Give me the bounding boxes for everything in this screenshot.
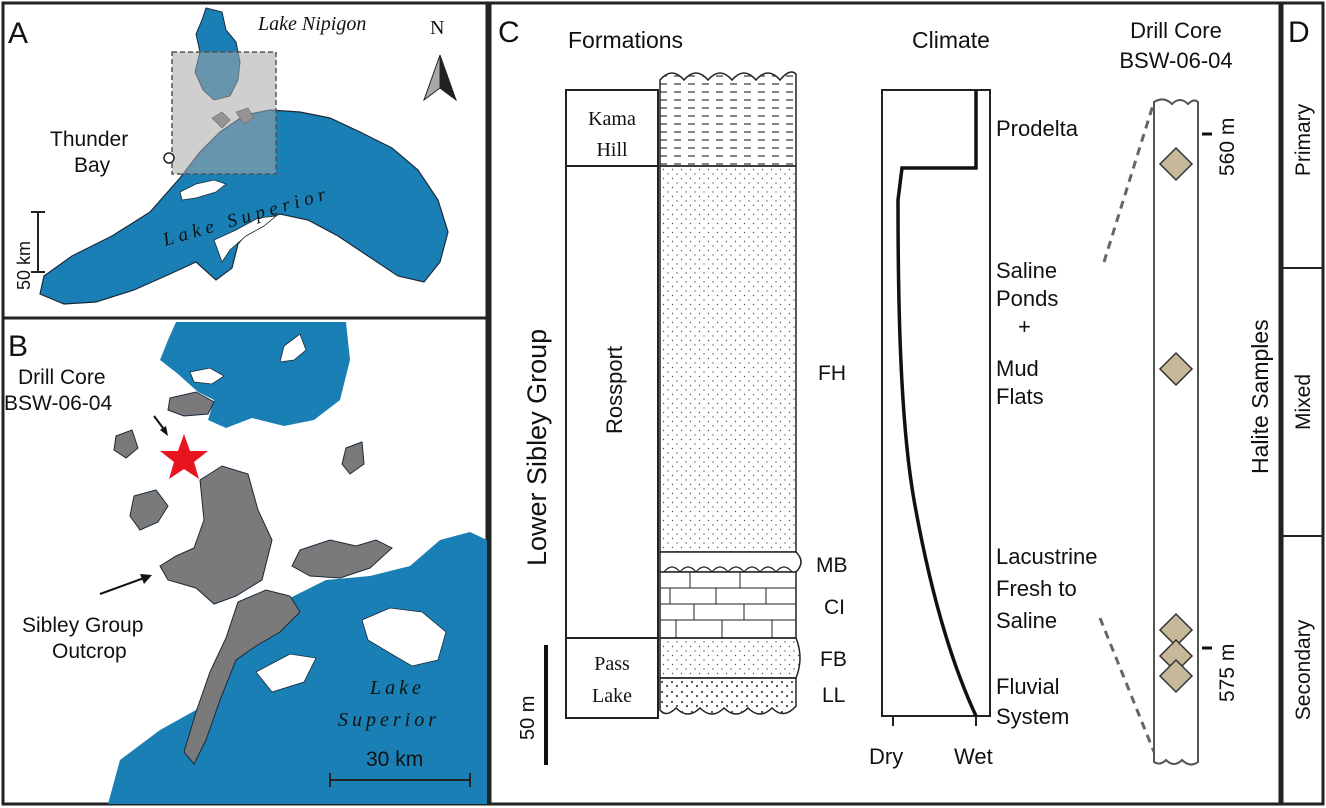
- lake-superior-b-label-1: Lake: [369, 677, 425, 699]
- unit-label-fb: FB: [820, 648, 847, 671]
- env-lacustrine-3: Saline: [996, 608, 1057, 633]
- env-saline-1: Saline: [996, 258, 1057, 283]
- rossport-label: Rossport: [602, 346, 627, 434]
- formations-title: Formations: [568, 27, 683, 53]
- env-fluvial-1: Fluvial: [996, 674, 1060, 699]
- lake-superior-b-label-2: Superior: [338, 709, 440, 731]
- pass-lake-label-2: Lake: [592, 685, 632, 707]
- env-lacustrine-1: Lacustrine: [996, 544, 1098, 569]
- kama-hill-label-2: Hill: [596, 139, 628, 161]
- panel-a-letter: A: [8, 17, 28, 50]
- group-label: Lower Sibley Group: [522, 329, 552, 566]
- drill-core-star-icon: [160, 434, 208, 479]
- category-primary: Primary: [1292, 103, 1315, 176]
- halite-sample: [1158, 658, 1194, 694]
- env-fluvial-2: System: [996, 704, 1069, 729]
- climate-curve: [896, 90, 978, 717]
- depth-top-label: 560 m: [1216, 118, 1239, 176]
- outcrop-label-2: Outcrop: [52, 640, 127, 663]
- core-label-1: Drill Core: [1130, 18, 1222, 43]
- drill-core-label-1: Drill Core: [18, 366, 106, 389]
- rossport-box: [565, 165, 659, 639]
- thunder-bay-label-1: Thunder: [50, 128, 128, 151]
- kama-hill-label-1: Kama: [588, 108, 636, 130]
- thunder-bay-label-2: Bay: [74, 154, 111, 177]
- climate-box: [881, 89, 991, 717]
- panel-d: D Primary Mixed Secondary: [1280, 1, 1325, 806]
- climate-title: Climate: [912, 27, 990, 53]
- unit-label-mb: MB: [816, 554, 848, 577]
- lithology-column: [659, 71, 802, 715]
- unit-label-ci: CI: [824, 596, 845, 619]
- env-prodelta: Prodelta: [996, 116, 1079, 141]
- north-label: N: [430, 17, 444, 39]
- wet-label: Wet: [954, 744, 993, 769]
- scale-label-c: 50 m: [517, 696, 539, 740]
- panel-c: C Formations Climate Lower Sibley Group …: [488, 1, 1282, 806]
- env-saline-4: Mud: [996, 356, 1039, 381]
- panel-c-letter: C: [498, 16, 520, 49]
- lake-nipigon-label: Lake Nipigon: [257, 13, 366, 35]
- halite-samples-label: Halite Samples: [1247, 319, 1273, 474]
- drill-core-label-2: BSW-06-04: [4, 392, 112, 415]
- panel-b-letter: B: [8, 330, 28, 363]
- env-saline-5: Flats: [996, 384, 1044, 409]
- panel-a: A Lake Nipigon N Thunder Bay Lake Superi…: [1, 1, 489, 320]
- scale-label-b: 30 km: [366, 748, 423, 771]
- halite-sample: [1158, 146, 1194, 182]
- drill-core-column: [1153, 98, 1199, 766]
- outcrop-arrow: [99, 577, 145, 595]
- outcrop-label-1: Sibley Group: [22, 614, 143, 637]
- lake-superior-shape: [39, 109, 449, 305]
- category-secondary: Secondary: [1292, 619, 1315, 720]
- scale-label-a: 50 km: [14, 241, 34, 290]
- dry-label: Dry: [869, 744, 903, 769]
- thunder-bay-marker: [163, 152, 175, 164]
- env-saline-2: Ponds: [996, 286, 1058, 311]
- halite-sample: [1158, 351, 1194, 387]
- panel-b: B Drill Core BSW-06-04 Sibley Group Outc…: [1, 316, 489, 806]
- correlation-line-bottom: [1098, 617, 1156, 753]
- kama-hill-box: [565, 89, 659, 167]
- inset-box: [171, 51, 277, 175]
- unit-label-fh: FH: [818, 362, 846, 385]
- env-lacustrine-2: Fresh to: [996, 576, 1077, 601]
- env-saline-3: +: [1018, 314, 1031, 339]
- pass-lake-box: [565, 637, 659, 719]
- unit-label-ll: LL: [822, 684, 845, 707]
- panel-d-letter: D: [1288, 16, 1310, 49]
- depth-bottom-label: 575 m: [1216, 644, 1239, 702]
- core-label-2: BSW-06-04: [1119, 48, 1232, 73]
- category-mixed: Mixed: [1292, 374, 1315, 430]
- pass-lake-label-1: Pass: [594, 653, 630, 675]
